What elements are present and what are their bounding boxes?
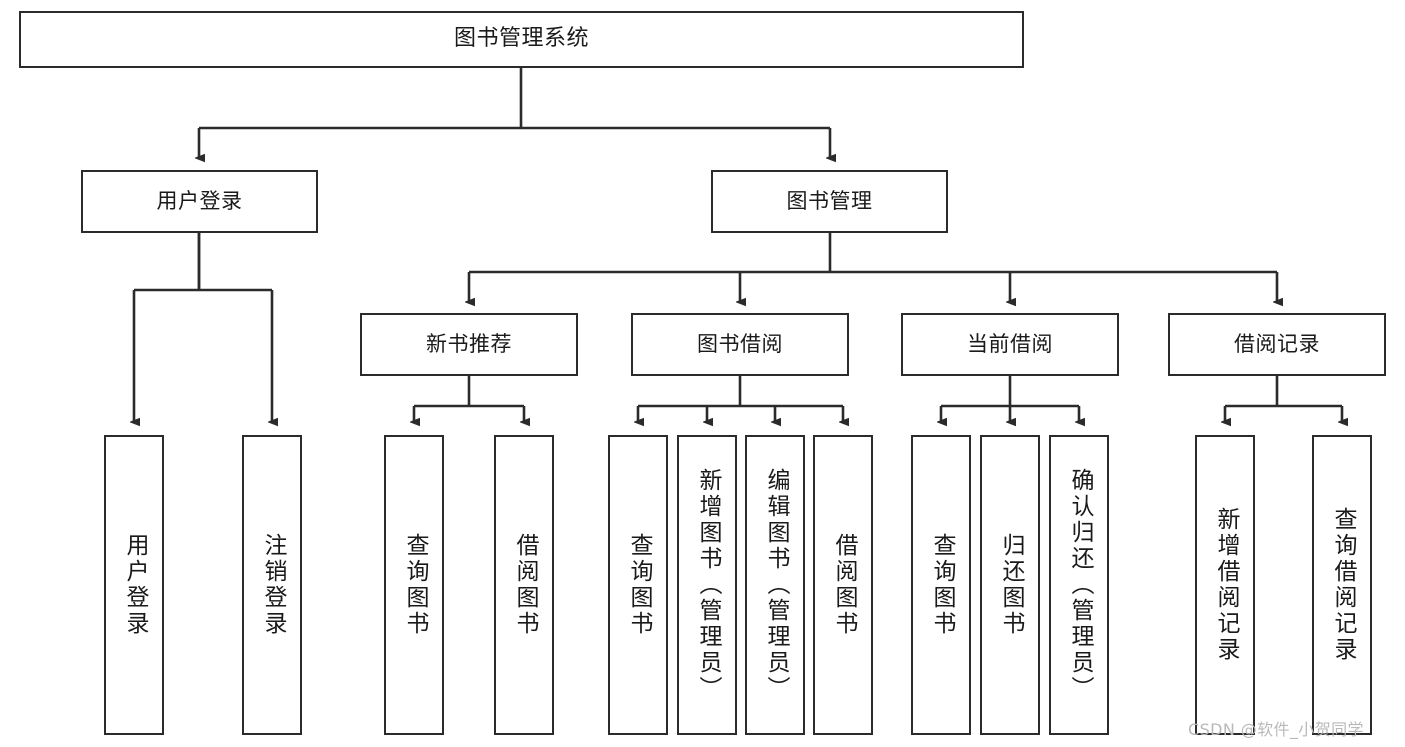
node-book-manage-label: 图书管理 [786,188,873,213]
node-current-borrow-label: 当前借阅 [967,331,1053,356]
node-book-manage[interactable]: 图书管理 [711,170,948,233]
node-borrow-record[interactable]: 借阅记录 [1168,313,1386,376]
leaf-user-login-label: 用户登录 [121,533,148,637]
leaf-return-book-label: 归还图书 [997,533,1024,637]
node-book-borrow-label: 图书借阅 [697,331,783,356]
leaf-confirm-return-label: 确认归还（管理员） [1066,468,1093,702]
leaf-query-book-2-label: 查询图书 [625,533,652,637]
leaf-user-login[interactable]: 用户登录 [104,435,164,735]
leaf-logout-label: 注销登录 [259,533,286,637]
leaf-add-book-label: 新增图书（管理员） [694,468,721,702]
node-current-borrow[interactable]: 当前借阅 [901,313,1119,376]
leaf-query-book-3-label: 查询图书 [928,533,955,637]
node-user-login-label: 用户登录 [156,188,243,213]
node-root[interactable]: 图书管理系统 [19,11,1024,68]
leaf-add-record-label: 新增借阅记录 [1212,507,1239,663]
leaf-add-book[interactable]: 新增图书（管理员） [677,435,737,735]
leaf-borrow-book-2[interactable]: 借阅图书 [813,435,873,735]
leaf-query-book-1-label: 查询图书 [401,533,428,637]
leaf-borrow-book-1[interactable]: 借阅图书 [494,435,554,735]
leaf-borrow-book-2-label: 借阅图书 [830,533,857,637]
leaf-confirm-return[interactable]: 确认归还（管理员） [1049,435,1109,735]
leaf-borrow-book-1-label: 借阅图书 [511,533,538,637]
leaf-edit-book[interactable]: 编辑图书（管理员） [745,435,805,735]
node-borrow-record-label: 借阅记录 [1234,331,1320,356]
leaf-return-book[interactable]: 归还图书 [980,435,1040,735]
leaf-edit-book-label: 编辑图书（管理员） [762,468,789,702]
node-new-book-recommend-label: 新书推荐 [426,331,512,356]
leaf-query-record-label: 查询借阅记录 [1329,507,1356,663]
watermark: CSDN @软件_小贺同学 [1188,720,1364,739]
leaf-query-book-3[interactable]: 查询图书 [911,435,971,735]
node-root-label: 图书管理系统 [453,26,589,52]
leaf-query-book-1[interactable]: 查询图书 [384,435,444,735]
leaf-add-record[interactable]: 新增借阅记录 [1195,435,1255,735]
node-user-login[interactable]: 用户登录 [81,170,318,233]
node-new-book-recommend[interactable]: 新书推荐 [360,313,578,376]
leaf-query-record[interactable]: 查询借阅记录 [1312,435,1372,735]
leaf-logout[interactable]: 注销登录 [242,435,302,735]
node-book-borrow[interactable]: 图书借阅 [631,313,849,376]
leaf-query-book-2[interactable]: 查询图书 [608,435,668,735]
